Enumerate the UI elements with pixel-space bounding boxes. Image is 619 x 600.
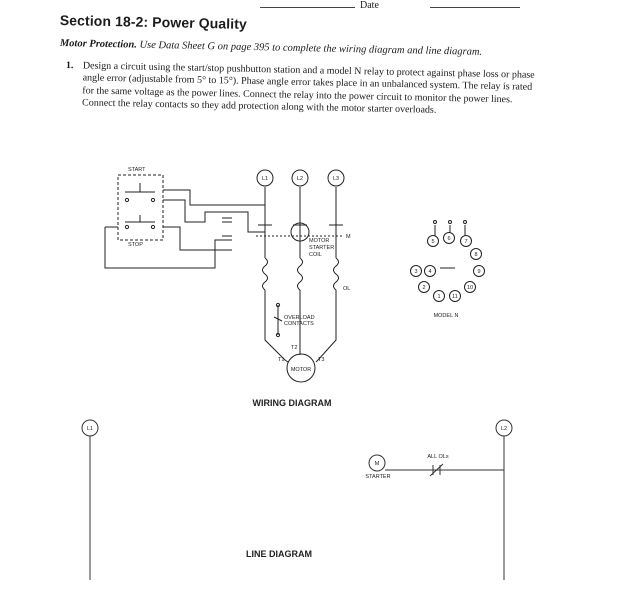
line-terminals	[256, 169, 345, 187]
overload-contact-bottom	[275, 332, 281, 338]
relay-terminal-6: 6	[447, 236, 450, 242]
pushbutton-station-box	[117, 174, 164, 241]
relay-terminal-9: 9	[477, 269, 480, 275]
starter-coil-symbol	[368, 454, 386, 472]
relay-terminal-5: 5	[431, 239, 434, 245]
line-ol-label: ALL OLs	[427, 454, 448, 460]
relay-terminal-11: 11	[452, 294, 458, 300]
line-l2-label: L2	[501, 426, 507, 432]
start-label: START	[128, 167, 146, 173]
m-label: M	[346, 234, 351, 240]
line-coil-label: M	[375, 461, 380, 467]
ol-contact-slash	[429, 463, 444, 477]
relay-model-label: MODEL N	[434, 313, 459, 319]
relay-terminal-3: 3	[414, 269, 417, 275]
coil-label-3: COIL	[309, 252, 322, 258]
wiring-diagram-caption: WIRING DIAGRAM	[253, 398, 332, 408]
relay-terminal-2: 2	[422, 285, 425, 291]
motor-symbol	[286, 353, 316, 383]
start-contact-right	[150, 197, 156, 203]
stop-label: STOP	[128, 242, 143, 248]
motor-label: MOTOR	[291, 367, 311, 373]
stop-contact-right	[150, 224, 156, 230]
t1-label: T1	[278, 357, 284, 363]
relay-terminal-10: 10	[467, 285, 473, 291]
l2-heater	[297, 257, 303, 291]
overload-contact-blade	[273, 316, 283, 322]
l1-heater	[262, 257, 268, 291]
l1-line-terminal	[81, 419, 99, 437]
overload-label-1: OVERLOAD	[284, 315, 315, 321]
l2-terminal-label: L2	[297, 176, 303, 182]
l3-to-t3	[315, 290, 337, 363]
start-contact-left	[124, 197, 130, 203]
model-n-relay	[410, 220, 485, 302]
coil-label-1: MOTOR	[309, 238, 329, 244]
t2-label: T2	[291, 345, 297, 351]
relay-terminal-7: 7	[464, 239, 467, 245]
coil-label-2: STARTER	[309, 245, 334, 251]
relay-terminal-8: 8	[474, 252, 477, 258]
overload-contact-top	[275, 302, 281, 308]
l1-to-t1	[264, 290, 289, 363]
stop-contact-left	[124, 224, 130, 230]
control-wire-4	[163, 226, 232, 251]
l3-heater	[333, 257, 339, 291]
control-wire-3	[163, 199, 232, 223]
header-rule	[260, 7, 355, 8]
line-diagram-caption: LINE DIAGRAM	[246, 549, 312, 559]
line-l1-label: L1	[87, 426, 93, 432]
t3-label: T3	[318, 357, 324, 363]
relay-terminal-1: 1	[437, 294, 440, 300]
overload-label-2: CONTACTS	[284, 321, 314, 327]
line-starter-label: STARTER	[365, 474, 390, 480]
date-label: Date	[360, 0, 379, 11]
ol-label: OL	[343, 286, 350, 292]
relay-terminal-4: 4	[428, 269, 431, 275]
control-wire-6	[232, 211, 265, 233]
control-wire-5	[163, 189, 265, 206]
date-blank-line	[430, 7, 520, 8]
l3-terminal-label: L3	[333, 176, 339, 182]
l1-terminal-label: L1	[262, 176, 268, 182]
control-wire-1	[104, 227, 232, 269]
l2-line-terminal	[495, 419, 513, 437]
